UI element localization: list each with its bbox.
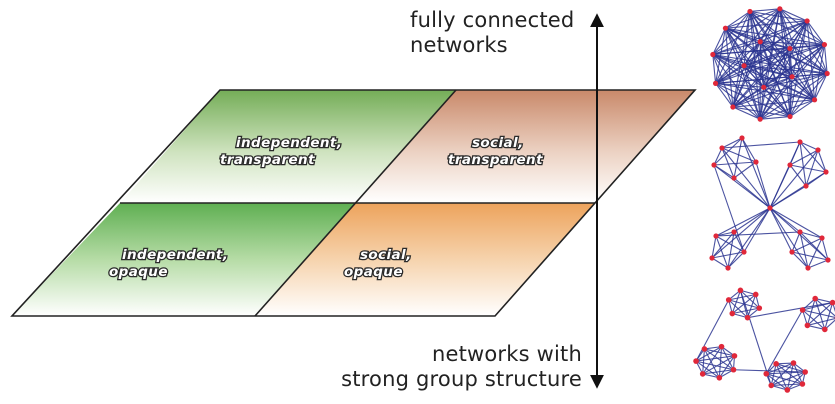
network-node	[702, 346, 708, 352]
top-axis-label: fully connected networks	[410, 8, 574, 58]
group-structure-network-icon	[693, 288, 835, 393]
network-node	[756, 305, 762, 311]
network-node	[739, 135, 744, 140]
network-edge	[818, 150, 826, 172]
network-node	[812, 296, 818, 302]
bottom-axis-label: networks with strong group structure	[341, 342, 582, 392]
network-edge	[800, 142, 818, 150]
network-node	[812, 97, 817, 102]
network-node	[815, 147, 820, 152]
network-node	[732, 353, 738, 359]
network-edge	[714, 148, 722, 165]
network-edge	[714, 165, 744, 252]
network-edge	[771, 384, 802, 385]
network-node	[719, 344, 725, 350]
network-node	[719, 145, 724, 150]
network-node	[731, 175, 736, 180]
network-node	[747, 9, 752, 14]
network-node	[745, 315, 751, 321]
network-node	[789, 249, 794, 254]
network-node	[767, 205, 772, 210]
network-edge	[722, 148, 770, 208]
network-node	[758, 117, 763, 122]
network-node	[787, 46, 792, 51]
network-node	[693, 358, 699, 364]
network-node	[800, 307, 806, 313]
network-edge	[728, 208, 770, 268]
fully-connected-network-icon	[710, 6, 830, 122]
network-edge	[719, 347, 721, 378]
network-node	[726, 297, 732, 303]
network-node	[823, 169, 828, 174]
network-node	[763, 371, 769, 377]
network-node	[710, 52, 715, 57]
network-node	[800, 381, 806, 387]
network-node	[825, 71, 830, 76]
network-node	[723, 26, 728, 31]
network-node	[758, 39, 763, 44]
network-node	[822, 42, 827, 47]
network-node	[797, 139, 802, 144]
network-node	[738, 288, 744, 294]
network-node	[709, 255, 714, 260]
network-node	[717, 375, 723, 381]
network-node	[791, 360, 797, 366]
network-node	[822, 327, 828, 333]
network-edge	[722, 142, 800, 148]
network-node	[729, 311, 735, 317]
network-edge	[756, 162, 770, 208]
network-node	[741, 249, 746, 254]
network-node	[768, 383, 774, 389]
network-edge	[766, 310, 802, 374]
top-axis-label-line-1: fully connected	[410, 8, 574, 33]
top-axis-label-line-2: networks	[410, 33, 574, 58]
network-node	[730, 104, 735, 109]
network-node	[789, 74, 794, 79]
network-node	[787, 162, 792, 167]
network-node	[777, 6, 782, 11]
star-of-cliques-network-icon	[709, 135, 830, 270]
network-node	[731, 367, 737, 373]
network-node	[819, 235, 824, 240]
network-node	[741, 63, 746, 68]
network-node	[802, 369, 808, 375]
network-edge	[792, 252, 828, 260]
network-node	[731, 229, 736, 234]
bottom-axis-label-line-1: networks with	[341, 342, 582, 367]
bottom-axis-label-line-2: strong group structure	[341, 367, 582, 392]
network-node	[700, 371, 706, 377]
network-node	[797, 229, 802, 234]
network-node	[713, 81, 718, 86]
network-node	[805, 323, 811, 329]
network-node	[805, 18, 810, 23]
network-node	[785, 387, 791, 393]
network-edge	[742, 138, 756, 162]
network-node	[803, 183, 808, 188]
network-edge	[703, 349, 705, 374]
network-node	[753, 292, 759, 298]
network-edge	[770, 208, 808, 268]
network-node	[725, 265, 730, 270]
network-node	[713, 233, 718, 238]
network-node	[805, 265, 810, 270]
network-edge	[770, 150, 818, 208]
network-node	[753, 159, 758, 164]
network-node	[761, 85, 766, 90]
network-node	[711, 162, 716, 167]
network-edge	[734, 208, 770, 232]
network-node	[773, 361, 779, 367]
network-node	[787, 114, 792, 119]
network-node	[825, 257, 830, 262]
